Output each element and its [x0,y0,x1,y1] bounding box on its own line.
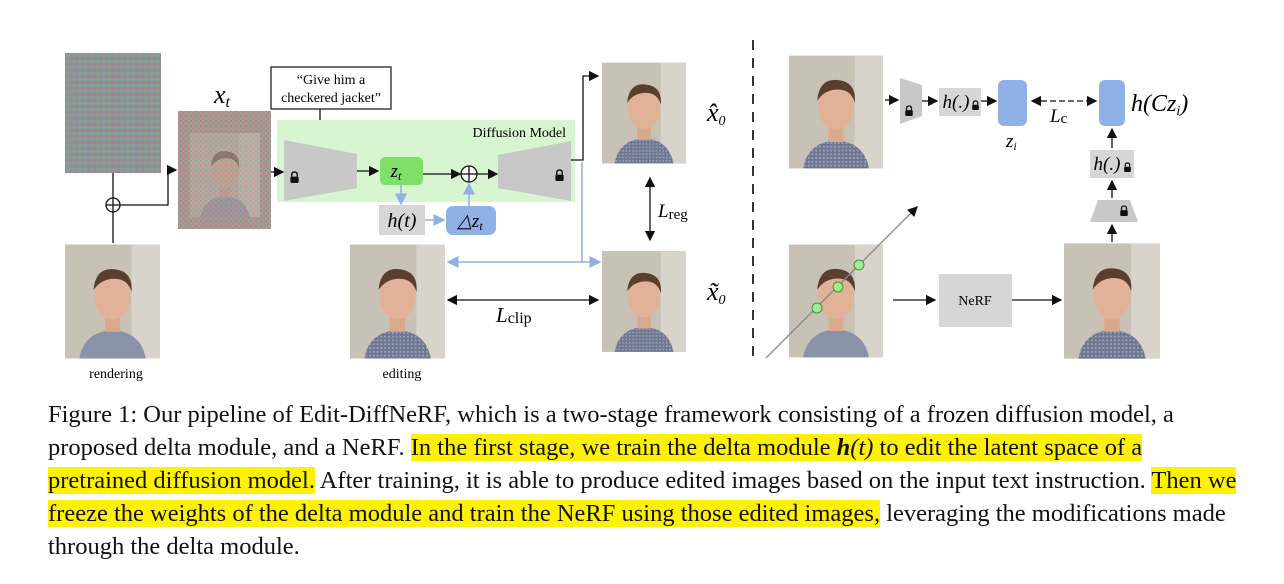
prompt-line-2: checkered jacket” [281,91,381,106]
lc-label: Lc [1049,106,1068,127]
delta-module-ht-box [379,205,425,235]
multiview-input-image [789,244,883,358]
delta-module-h-box-right [1090,150,1134,178]
decoder-block [498,141,571,201]
rendering-label: rendering [89,367,143,382]
delta-zt-label: △zt [456,211,483,233]
diffusion-model-label: Diffusion Model [473,126,567,141]
latent-zt-box [380,157,423,185]
lclip-label: Lclip [495,303,532,327]
latent-zi-box [998,80,1027,126]
x0-hat-label: x̂0 [706,98,726,129]
latent-czi-box [1099,80,1125,126]
caption-middle: After training, it is able to produce ed… [314,467,1152,494]
prompt-line-1: “Give him a [297,73,366,88]
encoder-block [284,140,357,201]
h-dot-label-right: h(.) [1094,154,1121,175]
rendering-image [65,244,160,359]
noisy-image-xt [178,111,271,229]
nerf-rendered-image [1064,243,1160,359]
delta-zt-box [446,206,496,235]
h-dot-label-top: h(.) [943,92,970,113]
noise-image [65,53,161,173]
output-image-x0-hat [602,62,686,164]
nerf-box [939,274,1012,327]
caption-suffix: leveraging the modifications made throug… [48,500,1226,560]
figure-caption: Figure 1: Our pipeline of Edit-DiffNeRF,… [48,398,1238,563]
pipeline-figure: rendering xt “Give him a checkered jacke… [65,40,1188,382]
output-image-x0-tilde [602,251,686,352]
text-prompt-box [270,66,392,110]
edited-training-image [789,55,883,169]
zi-label: zi [1005,131,1017,153]
caption-math-h: h [836,434,851,461]
editing-label: editing [383,367,422,382]
zt-label: zt [390,161,402,183]
nerf-label: NeRF [958,294,992,309]
hczi-label: h(Czi) [1131,91,1188,119]
right-encoder-block-vertical [1090,200,1138,222]
lreg-label: Lreg [657,201,688,223]
caption-prefix: Figure 1: Our pipeline of Edit-DiffNeRF,… [48,401,1174,461]
x0-tilde-label: x̃0 [706,277,726,308]
editing-image [350,244,445,359]
xt-label: xt [213,80,231,111]
ht-label: h(t) [388,210,417,232]
right-encoder-block [900,78,922,124]
